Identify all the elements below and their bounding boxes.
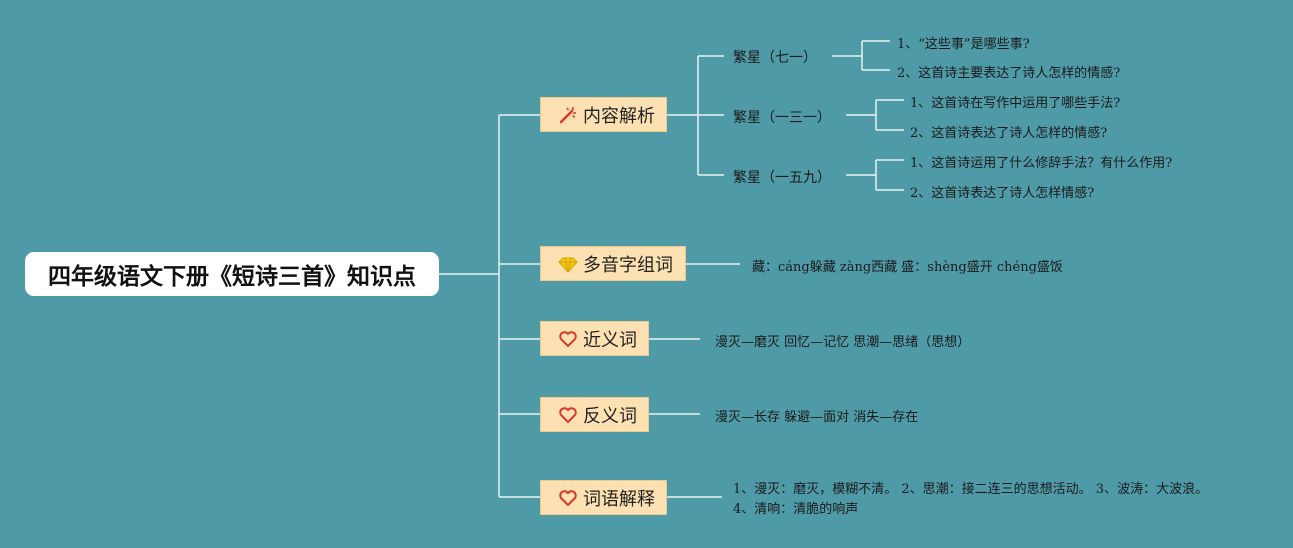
- diamond-icon: [557, 253, 579, 275]
- branch-text[interactable]: 藏：cáng躲藏 zàng西藏 盛：shèng盛开 chéng盛饭: [752, 260, 1063, 275]
- leaf-question[interactable]: 1、这首诗在写作中运用了哪些手法?: [910, 96, 1121, 111]
- magic-wand-icon: [557, 104, 579, 126]
- branch-text[interactable]: 漫灭—长存 躲避—面对 消失—存在: [715, 410, 919, 425]
- leaf-question[interactable]: 2、这首诗主要表达了诗人怎样的情感?: [897, 66, 1121, 81]
- leaf-question[interactable]: 2、这首诗表达了诗人怎样的情感?: [910, 126, 1108, 141]
- branch-label: 近义词: [583, 329, 637, 351]
- sub-node-fanxing-159[interactable]: 繁星（一五九）: [733, 170, 831, 186]
- branch-word-explanations[interactable]: 词语解释: [540, 480, 667, 515]
- branch-label: 多音字组词: [583, 254, 673, 276]
- leaf-question[interactable]: 2、这首诗表达了诗人怎样情感?: [910, 186, 1095, 201]
- branch-text[interactable]: 1、漫灭：磨灭，模糊不清。 2、思潮：接二连三的思想活动。 3、波涛：大波浪。 …: [733, 482, 1209, 517]
- branch-label: 反义词: [583, 405, 637, 427]
- branch-synonyms[interactable]: 近义词: [540, 321, 649, 356]
- branch-text[interactable]: 漫灭—磨灭 回忆—记忆 思潮—思绪（思想）: [715, 335, 971, 350]
- sub-node-fanxing-71[interactable]: 繁星（七一）: [733, 50, 817, 66]
- heart-icon: [557, 404, 579, 426]
- heart-icon: [557, 328, 579, 350]
- leaf-question[interactable]: 1、“这些事”是哪些事?: [897, 37, 1030, 52]
- branch-content-analysis[interactable]: 内容解析: [540, 97, 667, 132]
- branch-label: 词语解释: [583, 488, 655, 510]
- branch-antonyms[interactable]: 反义词: [540, 397, 649, 432]
- sub-node-fanxing-131[interactable]: 繁星（一三一）: [733, 110, 831, 126]
- branch-polyphonic-words[interactable]: 多音字组词: [540, 246, 686, 281]
- heart-icon: [557, 487, 579, 509]
- root-title: 四年级语文下册《短诗三首》知识点: [25, 252, 439, 296]
- leaf-question[interactable]: 1、这首诗运用了什么修辞手法？有什么作用?: [910, 156, 1173, 171]
- branch-label: 内容解析: [583, 105, 655, 127]
